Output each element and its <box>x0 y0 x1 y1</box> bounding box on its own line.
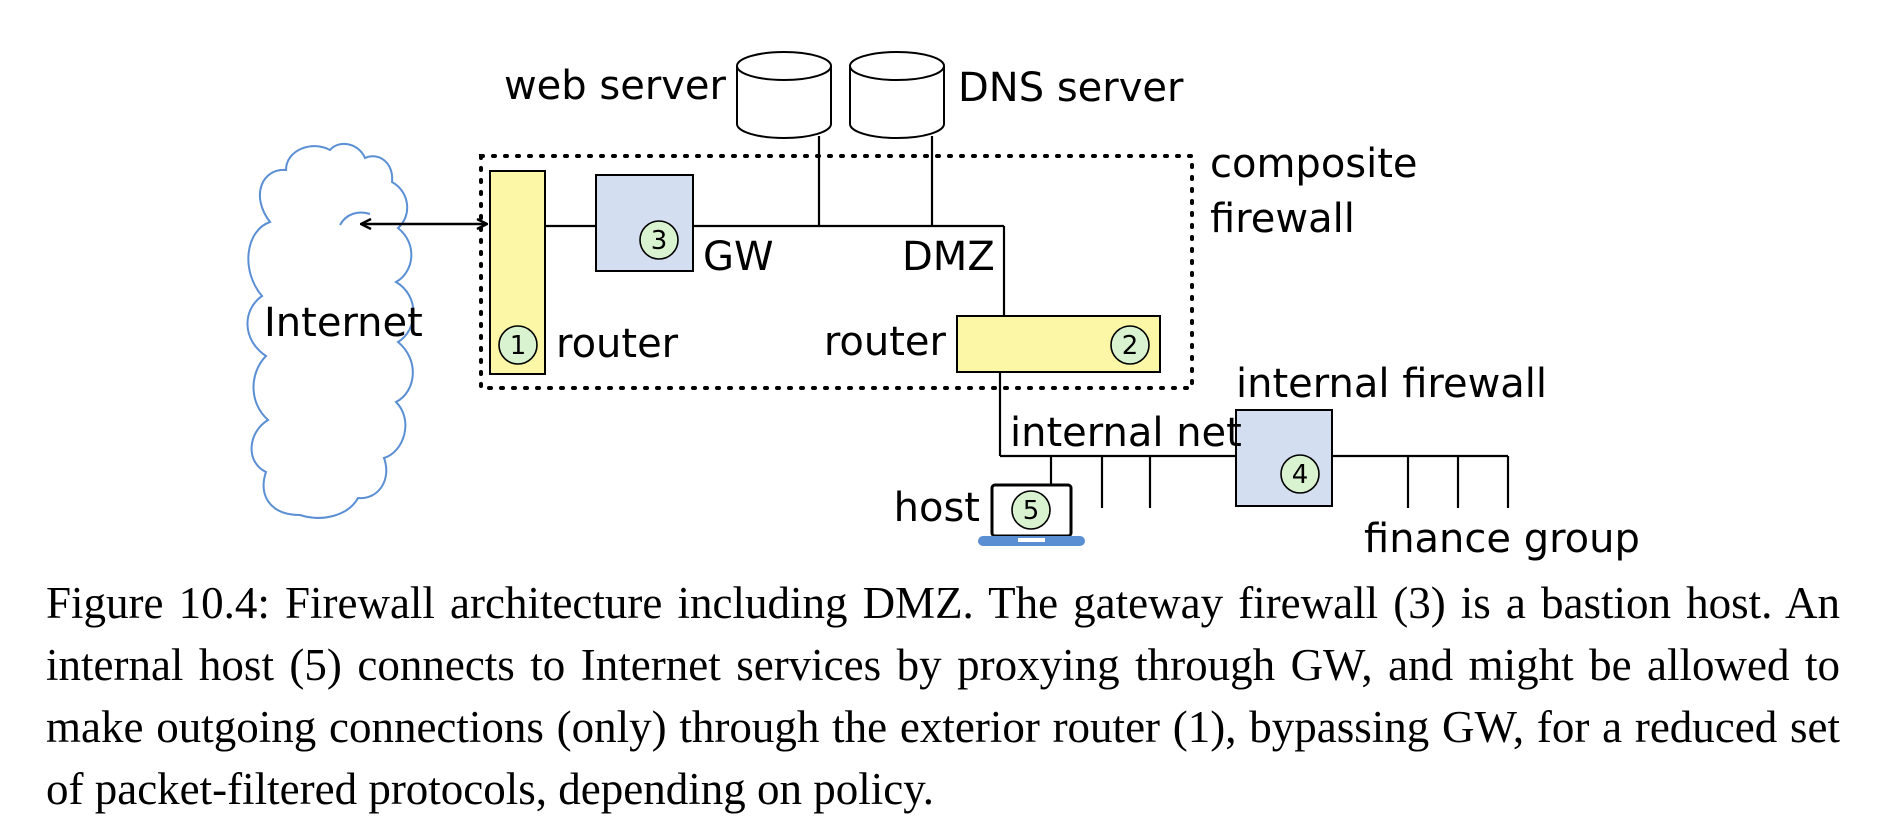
internet-label: Internet <box>264 300 423 346</box>
marker-3-number: 3 <box>651 226 668 256</box>
exterior-router-label: router <box>556 321 679 367</box>
marker-5 <box>1011 490 1051 530</box>
marker-4-number: 4 <box>1292 460 1309 490</box>
internet-cloud-icon <box>246 142 415 519</box>
marker-3 <box>639 220 679 260</box>
host-label: host <box>894 485 980 531</box>
marker-2 <box>1110 325 1150 365</box>
finance-group-label: finance group <box>1364 516 1640 562</box>
firewall-architecture-diagram: Internet composite firewall web server D… <box>246 51 1640 562</box>
figure-caption: Figure 10.4: Firewall architecture inclu… <box>46 578 1840 814</box>
interior-router-label: router <box>824 319 947 365</box>
dns-server-icon <box>849 51 945 139</box>
marker-1 <box>498 325 538 365</box>
web-server-icon <box>736 51 832 139</box>
composite-firewall-label-line2: firewall <box>1210 196 1355 242</box>
marker-2-number: 2 <box>1122 331 1139 361</box>
internal-net-label: internal net <box>1010 410 1242 456</box>
composite-firewall-boundary <box>479 154 1194 390</box>
marker-4 <box>1280 454 1320 494</box>
internal-firewall-label: internal firewall <box>1236 361 1547 407</box>
internal-firewall <box>1235 409 1333 507</box>
web-server-label: web server <box>504 63 727 109</box>
gateway-firewall <box>595 174 694 272</box>
gw-label: GW <box>703 234 774 280</box>
dmz-label: DMZ <box>902 234 995 280</box>
dns-server-label: DNS server <box>958 65 1184 111</box>
network-links <box>545 136 1510 508</box>
composite-firewall-label-line1: composite <box>1210 141 1418 187</box>
marker-1-number: 1 <box>510 331 527 361</box>
marker-5-number: 5 <box>1023 496 1040 526</box>
